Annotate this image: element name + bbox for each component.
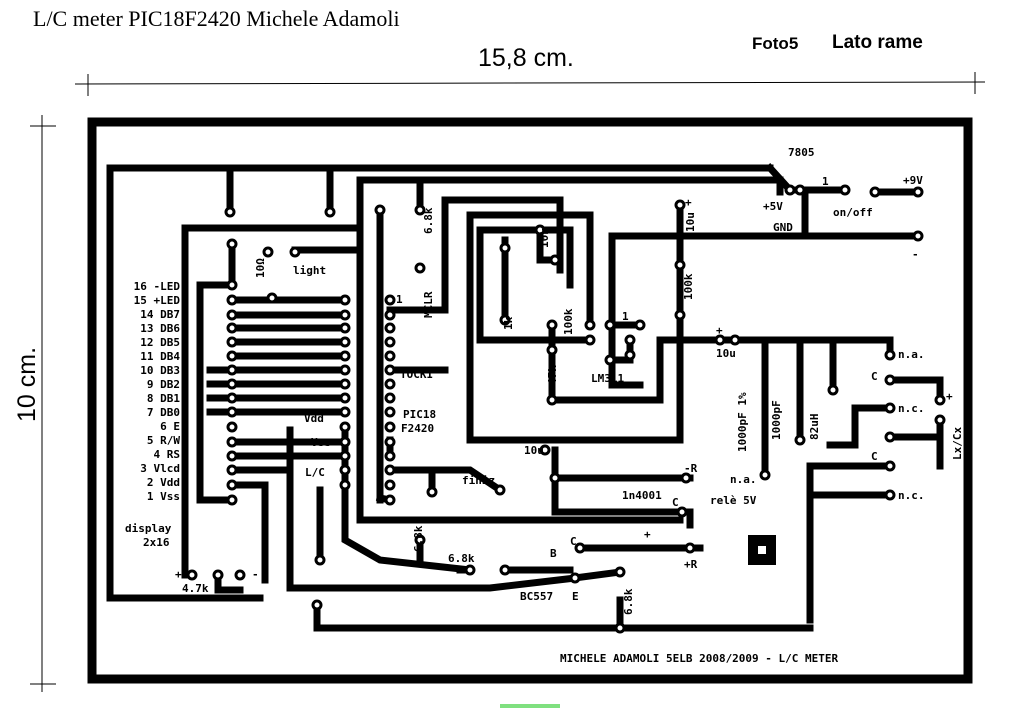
footer-credit: MICHELE ADAMOLI 5ELB 2008/2009 - L/C MET… (560, 652, 839, 665)
r-68k-top-label: 6.8k (422, 207, 435, 234)
gnd-label: GND (773, 221, 793, 234)
relay-na-label: n.a. (730, 473, 757, 486)
diode-label: 1n4001 (622, 489, 662, 502)
cap-mid-plus-label: + (716, 324, 723, 337)
transistor-b-label: B (550, 547, 557, 560)
lx-cx-label: Lx/Cx (951, 427, 964, 460)
r-1k-label: 1k (502, 316, 515, 330)
relay-plus-label: + (644, 528, 651, 541)
vdd-label: Vdd (304, 412, 324, 425)
nc-label-2: n.c. (898, 430, 925, 443)
side-label: Lato rame (832, 32, 923, 53)
pic-label-1: PIC18 (403, 408, 436, 421)
r-100k-label: 100k (682, 273, 695, 300)
mclr-pin-label: 1 (396, 293, 403, 306)
display-pin-label: 12 DB5 (140, 336, 180, 349)
cap-10u-low-label: 10u (524, 444, 544, 457)
pcb-labels: 7805 +5V 1 on/off +9V GND - 10Ω light 6.… (125, 146, 964, 665)
on-off-label: on/off (833, 206, 873, 219)
ind-82uh-label: 82uH (808, 414, 821, 441)
nc-label-3: n.c. (898, 489, 925, 502)
lm311-label: LM311 (591, 372, 624, 385)
minus-label: - (912, 248, 919, 261)
relay-label: relè 5V (710, 494, 757, 507)
cap-plus-label: + (685, 196, 692, 209)
r-68k-mid-label: 6.8k (412, 525, 425, 552)
page-title: L/C meter PIC18F2420 Michele Adamoli (33, 6, 400, 31)
display-pin-label: 1 Vss (147, 490, 180, 503)
finiz-label: finiz (462, 474, 495, 487)
r-47k-label: 47k (546, 365, 559, 385)
display-pin-label: 16 -LED (134, 280, 181, 293)
r-light-label: 10Ω (254, 258, 267, 278)
display-pin-label: 5 R/W (147, 434, 180, 447)
display-pin-label: 8 DB1 (147, 392, 180, 405)
cap-1000pf-1-label: 1000pF 1% (736, 392, 749, 452)
mclr-label: MCLR (422, 291, 435, 318)
switch-pin-label: 1 (822, 175, 829, 188)
display-pin-label: 6 E (160, 420, 180, 433)
trim-plus-label: + (175, 568, 182, 581)
display-pin-label: 14 DB7 (140, 308, 180, 321)
lm311-pin1-label: 1 (622, 310, 629, 323)
regulator-label: 7805 (788, 146, 815, 159)
vss-label: Vss (311, 436, 331, 449)
plus9v-label: +9V (903, 174, 923, 187)
dimension-lines (30, 72, 986, 692)
pads (186, 184, 946, 634)
display-pin-label: 15 +LED (134, 294, 181, 307)
tocki-label: TOCKI (400, 368, 433, 381)
lc-label: L/C (305, 466, 325, 479)
r-100k-b-label: 100k (562, 308, 575, 335)
minus-r-label: -R (684, 462, 698, 475)
c-label-2: C (871, 450, 878, 463)
display-pin-label: 11 DB4 (140, 350, 180, 363)
display-label-2: 2x16 (143, 536, 170, 549)
display-pin-label: 10 DB3 (140, 364, 180, 377)
pic-label-2: F2420 (401, 422, 434, 435)
trim-minus-label: - (252, 568, 259, 581)
display-pin-label: 7 DB0 (147, 406, 180, 419)
nc-label-1: n.c. (898, 402, 925, 415)
display-label-1: display (125, 522, 172, 535)
cap-1000pf-2-label: 1000pF (770, 400, 783, 440)
display-pin-label: 9 DB2 (147, 378, 180, 391)
c-label: C (871, 370, 878, 383)
r-10k-label: 10k (538, 228, 551, 248)
display-pin-label: 13 DB6 (140, 322, 180, 335)
r-68k-b-label: 6.8k (448, 552, 475, 565)
light-label: light (293, 264, 326, 277)
transistor-label: BC557 (520, 590, 553, 603)
display-pin-label: 2 Vdd (147, 476, 180, 489)
transistor-e-label: E (572, 590, 579, 603)
display-pin-label: 4 RS (154, 448, 181, 461)
trim-47k-label: 4.7k (182, 582, 209, 595)
cap-10u-top-label: 10u (684, 212, 697, 232)
lxcx-plus-label: + (946, 390, 953, 403)
display-pin-labels: 16 -LED 15 +LED 14 DB7 13 DB6 12 DB5 11 … (134, 280, 181, 503)
plus-r-label: +R (684, 558, 698, 571)
plus5v-label: +5V (763, 200, 783, 213)
r-68k-bottom-label: 6.8k (622, 588, 635, 615)
transistor-c-label: C (570, 535, 577, 548)
cap-10u-mid-label: 10u (716, 347, 736, 360)
board-outline (87, 117, 973, 684)
relay-c-label: C (672, 496, 679, 509)
na-label: n.a. (898, 348, 925, 361)
photo-label: Foto5 (752, 34, 799, 53)
width-dimension-label: 15,8 cm. (478, 44, 574, 72)
green-mark (500, 704, 560, 708)
display-pin-label: 3 Vlcd (140, 462, 180, 475)
